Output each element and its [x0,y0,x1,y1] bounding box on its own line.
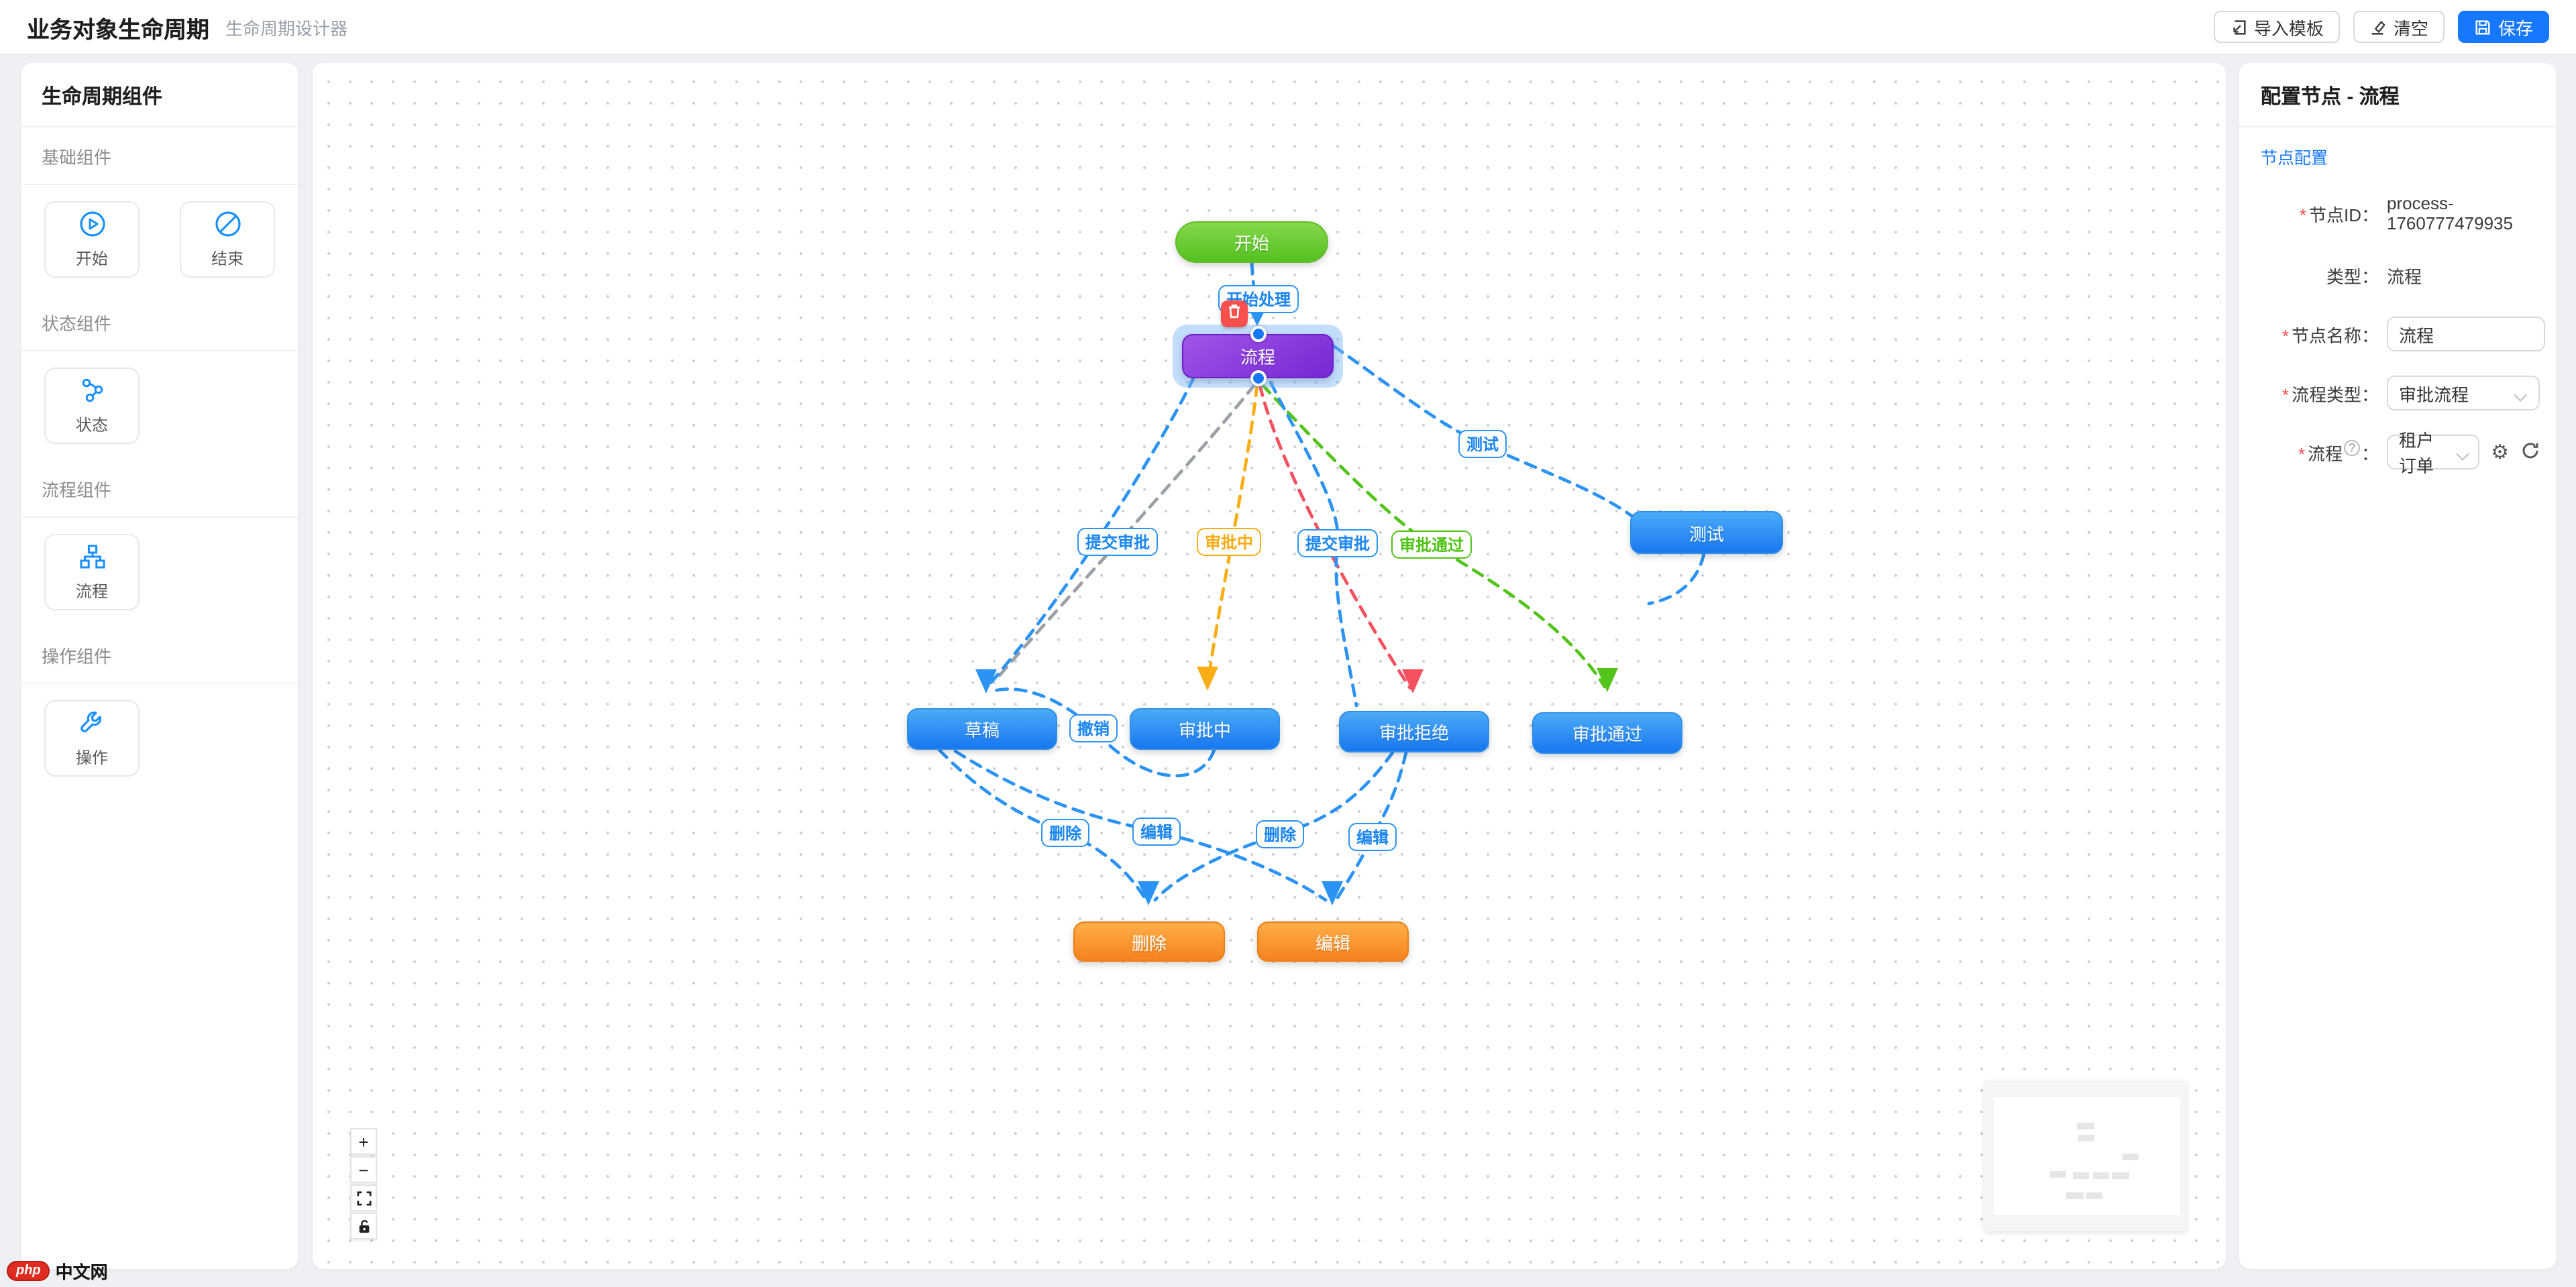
import-icon [2230,18,2247,36]
arrowheads [975,304,1618,905]
php-badge: php [7,1261,50,1281]
state-icon [77,376,107,405]
section-flow: 流程组件 [21,460,298,518]
edge-label-approving[interactable]: 审批中 [1196,528,1262,556]
gear-icon[interactable]: ⚙ [2491,441,2509,463]
component-start[interactable]: 开始 [44,201,140,278]
edge-label-revoke[interactable]: 撤销 [1069,714,1118,742]
help-icon[interactable]: ? [2343,440,2360,457]
edge-label-pass[interactable]: 审批通过 [1391,530,1472,559]
edge-test-out [1647,552,1706,606]
lock-button[interactable] [350,1213,377,1239]
edge-label-delete1[interactable]: 删除 [1040,819,1090,847]
sidebar-title: 生命周期组件 [21,63,298,127]
trash-icon [1226,302,1242,326]
config-panel-title: 配置节点 - 流程 [2239,63,2556,127]
node-test[interactable]: 测试 [1630,511,1783,554]
chevron-down-icon [2516,387,2528,399]
field-flow: *流程?： 租户订单 ⚙ [2239,431,2540,476]
flow-canvas[interactable]: 开始 流程 测试 草稿 审批中 审批拒绝 审批通过 删除 编辑 开始处理 提交审… [313,63,2226,1269]
fit-view-button[interactable] [350,1184,377,1211]
edge-label-edit2[interactable]: 编辑 [1348,823,1397,851]
minimap-viewport [1994,1097,2180,1215]
clear-icon [2369,18,2387,36]
play-circle-icon [77,209,107,239]
edge-label-edit1[interactable]: 编辑 [1132,818,1181,846]
node-approving[interactable]: 审批中 [1130,708,1280,750]
flow-icon [77,542,107,571]
field-node-name: *节点名称： [2239,317,2545,351]
tool-icon [77,708,107,738]
zoom-out-button[interactable]: − [350,1156,377,1183]
page-subtitle: 生命周期设计器 [225,18,348,38]
type-value: 流程 [2387,266,2422,286]
edge-label-test[interactable]: 测试 [1458,430,1507,458]
node-edit[interactable]: 编辑 [1257,921,1409,962]
component-state[interactable]: 状态 [44,368,140,444]
edge-label-submit2[interactable]: 提交审批 [1297,529,1379,557]
edge-label-submit1[interactable]: 提交审批 [1077,528,1159,556]
site-watermark: php 中文网 [7,1258,108,1284]
refresh-icon[interactable] [2521,441,2540,463]
node-draft[interactable]: 草稿 [907,708,1057,750]
canvas-controls: + − [350,1128,377,1239]
clear-button[interactable]: 清空 [2353,11,2445,43]
section-basic: 基础组件 [21,127,298,185]
field-node-id: *节点ID： process-1760777479935 [2239,193,2540,233]
node-rejected[interactable]: 审批拒绝 [1339,711,1489,752]
section-action: 操作组件 [21,626,298,684]
save-button[interactable]: 保存 [2457,11,2549,43]
node-name-input[interactable] [2387,317,2545,351]
field-type: 类型： 流程 [2239,258,2540,292]
stop-icon [213,209,242,239]
component-action[interactable]: 操作 [44,700,140,777]
component-end[interactable]: 结束 [180,201,275,278]
node-approved[interactable]: 审批通过 [1532,712,1682,754]
node-start[interactable]: 开始 [1175,221,1328,263]
flow-type-select[interactable]: 审批流程 [2387,376,2540,410]
tab-node-config[interactable]: 节点配置 [2261,149,2328,168]
port-bottom[interactable] [1250,370,1267,386]
node-delete[interactable]: 删除 [1073,921,1225,962]
zoom-in-button[interactable]: + [350,1128,377,1155]
config-panel: 配置节点 - 流程 节点配置 *节点ID： process-1760777479… [2239,63,2556,1269]
header: 业务对象生命周期 生命周期设计器 导入模板 清空 保存 [0,0,2576,55]
section-state: 状态组件 [21,294,298,351]
component-flow[interactable]: 流程 [44,534,140,610]
field-flow-type: *流程类型： 审批流程 [2239,376,2540,410]
flow-select[interactable]: 租户订单 [2387,431,2479,476]
minimap[interactable] [1984,1081,2187,1231]
delete-edge-button[interactable] [1221,300,1248,327]
chevron-down-icon [2458,446,2467,458]
import-template-button[interactable]: 导入模板 [2213,11,2340,43]
page-title: 业务对象生命周期 [27,17,209,42]
component-sidebar: 生命周期组件 基础组件 开始 结束 状态组件 状态 流程组件 流程 [21,63,298,1269]
edge-label-delete2[interactable]: 删除 [1255,820,1305,848]
port-top[interactable] [1250,326,1267,342]
node-id-value: process-1760777479935 [2387,193,2513,233]
save-icon [2474,18,2491,36]
